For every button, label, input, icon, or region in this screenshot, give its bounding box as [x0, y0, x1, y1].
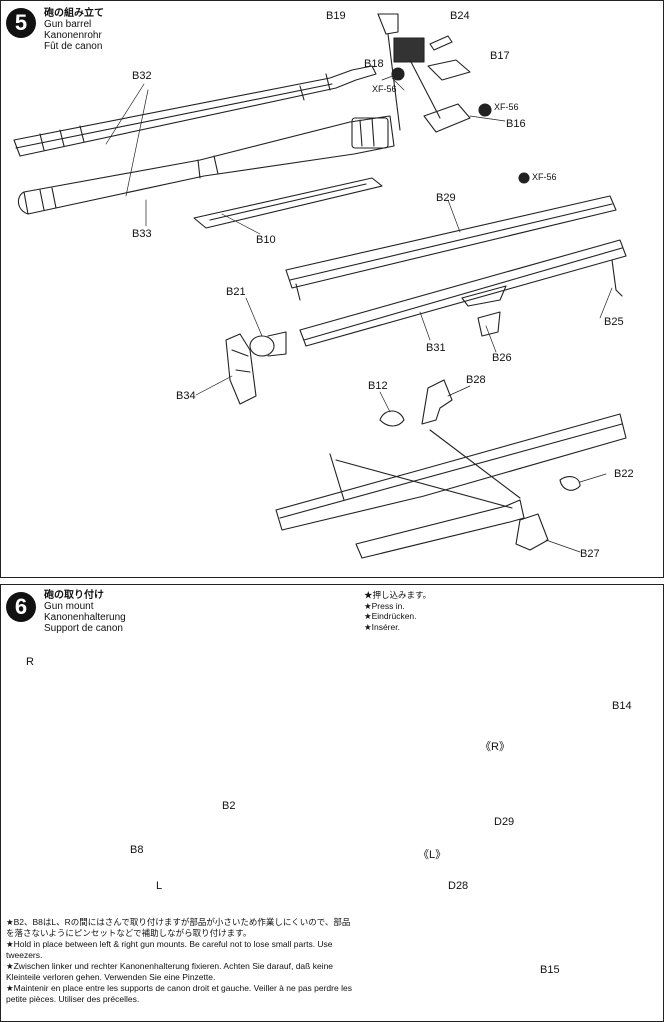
label-l-paren: 《L》 — [418, 849, 447, 861]
press-in-de: ★Eindrücken. — [364, 611, 417, 621]
label-b27: B27 — [580, 548, 600, 560]
trail-arm-b31 — [299, 239, 627, 347]
label-d29: D29 — [494, 816, 515, 828]
label-xf56-b: XF-56 — [494, 102, 519, 112]
label-b8: B8 — [130, 844, 144, 856]
press-in-ja: ★押し込みます。 — [364, 590, 432, 600]
note-en: ★Hold in place between left & right gun … — [6, 939, 333, 960]
step-6-panel — [0, 584, 664, 1022]
label-b16: B16 — [506, 118, 526, 130]
step-6-number: 6 — [6, 592, 36, 622]
slide-plate-b10 — [193, 177, 383, 229]
label-b22: B22 — [614, 468, 634, 480]
label-b25: B25 — [604, 316, 624, 328]
note-fr: ★Maintenir en place entre les supports d… — [6, 983, 352, 1004]
note-de: ★Zwischen linker und rechter Kanonenhalt… — [6, 961, 334, 982]
press-in-en: ★Press in. — [364, 600, 405, 611]
label-b12: B12 — [368, 380, 388, 392]
step-6-title-de: Kanonenhalterung — [44, 612, 126, 623]
step-5-title-fr: Fût de canon — [44, 41, 103, 52]
label-b34: B34 — [176, 390, 196, 402]
label-b14: B14 — [612, 700, 632, 712]
label-r-paren: 《R》 — [480, 741, 510, 753]
label-r: R — [26, 656, 34, 668]
breech-small-parts — [377, 13, 492, 133]
assembly-notes: ★B2、B8はL、Rの間にはさんで取り付けますが部品が小さいため作業しにくいので… — [6, 917, 358, 1005]
label-l: L — [156, 880, 163, 892]
note-ja: ★B2、B8はL、Rの間にはさんで取り付けますが部品が小さいため作業しにくいので… — [6, 917, 351, 938]
label-b32: B32 — [132, 70, 152, 82]
b21-b34-parts — [225, 331, 287, 405]
label-b24: B24 — [450, 10, 470, 22]
press-in-fr: ★Insérer. — [364, 621, 400, 632]
leader-lines-step5 — [105, 73, 613, 553]
step-6-title-en: Gun mount — [44, 601, 94, 612]
trail-arm-b29 — [285, 172, 617, 301]
label-b28: B28 — [466, 374, 486, 386]
label-b17: B17 — [490, 50, 510, 62]
step-5-number: 5 — [6, 8, 36, 38]
step-5-title-ja: 砲の組み立て — [44, 8, 104, 19]
step-6-title-ja: 砲の取り付け — [44, 590, 104, 601]
label-d28: D28 — [448, 880, 469, 892]
label-b29: B29 — [436, 192, 456, 204]
step-5-title-de: Kanonenrohr — [44, 30, 102, 41]
label-b10: B10 — [256, 234, 276, 246]
step-5-title-en: Gun barrel — [44, 19, 92, 30]
barrel-half-b33 — [17, 115, 395, 215]
label-xf56-a: XF-56 — [372, 84, 397, 94]
label-b33: B33 — [132, 228, 152, 240]
label-b2: B2 — [222, 800, 236, 812]
label-b21: B21 — [226, 286, 246, 298]
lower-carriage-assembly — [275, 379, 627, 559]
label-b19: B19 — [326, 10, 346, 22]
step-6-title: 砲の取り付け Gun mount Kanonenhalterung Suppor… — [44, 590, 126, 634]
step-6-title-fr: Support de canon — [44, 623, 123, 634]
barrel-half-b32 — [13, 65, 377, 157]
press-in-note: ★押し込みます。 ★Press in. ★Eindrücken. ★Insére… — [364, 590, 431, 632]
label-b18: B18 — [364, 58, 384, 70]
label-b26: B26 — [492, 352, 512, 364]
label-xf56-c: XF-56 — [532, 172, 557, 182]
label-b15: B15 — [540, 964, 560, 976]
step-5-panel — [0, 0, 664, 578]
step-5-title: 砲の組み立て Gun barrel Kanonenrohr Fût de can… — [44, 8, 104, 52]
label-b31: B31 — [426, 342, 446, 354]
